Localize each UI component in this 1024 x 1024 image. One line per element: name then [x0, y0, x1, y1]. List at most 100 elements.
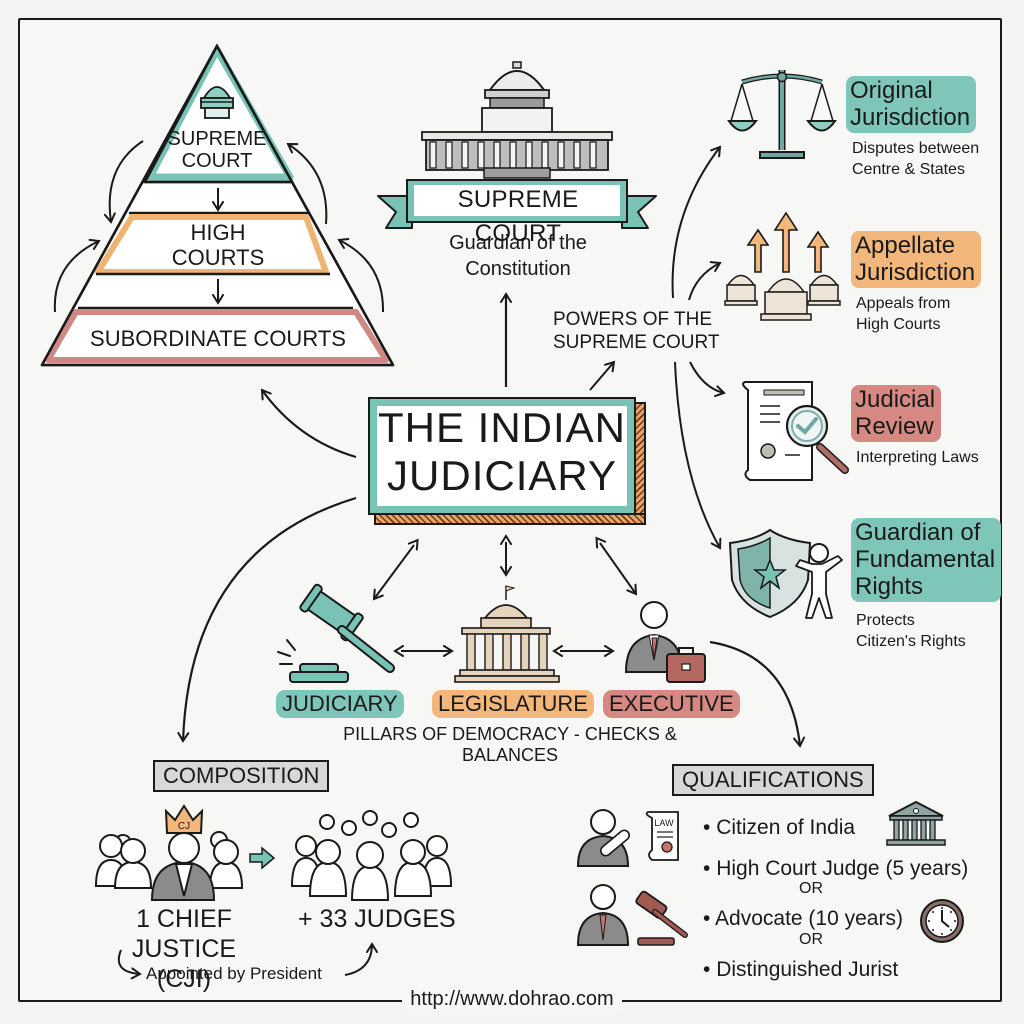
clock-icon [920, 899, 964, 943]
power-desc-line: Protects [856, 612, 915, 629]
power-title-appellate-jurisdiction: Appellate Jurisdiction [851, 231, 982, 288]
caption-line: Guardian of the [449, 232, 587, 254]
chief-justice-line: (CJI) [156, 965, 212, 993]
qualification-text: Advocate (10 years) [715, 907, 903, 930]
arrow-to-hierarchy [260, 388, 357, 459]
pyramid-label-line: COURTS [171, 245, 265, 270]
shield-person-icon [728, 528, 843, 619]
arrow-to-fundamental-rights [674, 361, 722, 550]
pyramid-tier-subordinate [45, 309, 389, 363]
pyramid-label-supreme-court: SUPREME COURT [147, 128, 287, 172]
pillars-caption: PILLARS OF DEMOCRACY - CHECKS & BALANCES [343, 724, 677, 765]
appointed-by-label: Appointed by President [146, 964, 322, 983]
footer: http://www.dohrao.com [0, 988, 1024, 1011]
pyramid-label-line: COURT [181, 150, 253, 172]
supreme-court-caption: Guardian of the Constitution [400, 230, 636, 282]
graduate-with-law-degree-icon: LAW [576, 809, 679, 867]
scales-of-justice-icon [727, 70, 837, 159]
power-title-original-jurisdiction: Original Jurisdiction [846, 76, 977, 133]
chief-justice-line: 1 CHIEF JUSTICE [131, 905, 237, 963]
arrow-to-judicial-review [689, 361, 726, 398]
pillar-label-executive: EXECUTIVE [603, 690, 740, 718]
crown-label: CJ [178, 821, 190, 832]
power-title-line: Jurisdiction [855, 259, 976, 286]
supreme-court-building-icon [421, 61, 613, 179]
arrow-to-powers [589, 360, 616, 391]
power-title-fundamental-rights: Guardian of Fundamental Rights [851, 518, 1002, 602]
judges-group-icon [290, 810, 453, 901]
power-title-line: Appellate [855, 232, 956, 259]
powers-label: POWERS OF THE SUPREME COURT [553, 308, 719, 354]
pillar-label-judiciary: JUDICIARY [276, 690, 404, 718]
pyramid-label-line: SUBORDINATE COURTS [90, 326, 346, 351]
qualification-item: • Citizen of India [703, 816, 856, 839]
svg-text:LAW: LAW [654, 818, 674, 828]
arrow-central-executive [595, 536, 638, 596]
power-desc-line: Citizen's Rights [856, 633, 966, 650]
arrow-appeal-left-1 [103, 140, 144, 224]
appeal-courts-icon [724, 211, 841, 321]
chief-justice-label: 1 CHIEF JUSTICE (CJI) [84, 904, 284, 994]
pillar-label-legislature: LEGISLATURE [432, 690, 594, 718]
court-hierarchy-pyramid [40, 43, 395, 367]
arrow-appeal-left-2 [53, 238, 101, 313]
powers-label-line: POWERS OF THE [553, 309, 713, 330]
court-building-icon [886, 800, 946, 846]
arrow-to-composition [177, 496, 357, 743]
power-desc-line: Interpreting Laws [856, 449, 979, 466]
power-title-line: Judicial [855, 386, 936, 413]
power-desc-appellate-jurisdiction: Appeals from High Courts [856, 293, 950, 335]
power-desc-original-jurisdiction: Disputes between Centre & States [852, 138, 979, 180]
qualification-separator: OR [799, 931, 823, 948]
footer-url-link[interactable]: http://www.dohrao.com [402, 988, 622, 1010]
arrow-to-qualifications [709, 640, 806, 748]
power-title-line: Original [850, 77, 933, 104]
supreme-court-banner-label: SUPREME COURT [457, 186, 579, 247]
power-desc-line: Centre & States [852, 161, 965, 178]
supreme-court-ribbon [377, 179, 657, 229]
court-building-small-icon [200, 86, 234, 119]
power-title-line: Jurisdiction [850, 104, 971, 131]
arrow-central-judiciary [372, 538, 419, 601]
qualification-text: Distinguished Jurist [716, 958, 899, 981]
powers-label-line: SUPREME COURT [553, 332, 720, 353]
pyramid-label-line: SUPREME [167, 128, 267, 150]
advocate-with-gavel-icon [576, 884, 688, 946]
pyramid-tier-high [95, 214, 329, 275]
pyramid-label-subordinate-courts: SUBORDINATE COURTS [60, 326, 376, 352]
power-title-judicial-review: Judicial Review [851, 385, 942, 442]
power-title-line: Fundamental [855, 546, 996, 573]
pyramid-label-line: HIGH [190, 220, 246, 245]
caption-line: Constitution [465, 258, 571, 280]
title-line: JUDICIARY [387, 452, 617, 499]
arrow-to-judges [249, 846, 276, 870]
arrow-to-original-jurisdiction [671, 145, 722, 299]
qualification-text: Citizen of India [716, 816, 856, 839]
arrow-to-appellate-jurisdiction [688, 261, 722, 301]
qualification-item: • Distinguished Jurist [703, 958, 899, 981]
qualification-item: • Advocate (10 years) [703, 907, 903, 930]
power-desc-line: Disputes between [852, 140, 980, 157]
central-title: THE INDIAN JUDICIARY [368, 404, 636, 500]
document-magnifier-icon [742, 381, 849, 481]
power-title-line: Review [855, 413, 934, 440]
gavel-icon [277, 583, 395, 683]
chief-justice-group-icon [94, 804, 244, 901]
power-desc-judicial-review: Interpreting Laws [856, 447, 979, 468]
arrow-appeal-right-2 [337, 238, 385, 313]
power-title-line: Guardian of [855, 519, 981, 546]
arrow-appointed-left [117, 949, 142, 980]
power-desc-line: High Courts [856, 316, 941, 333]
title-line: THE INDIAN [377, 404, 626, 451]
qualification-separator: OR [799, 880, 823, 897]
power-title-line: Rights [855, 573, 924, 600]
qualifications-header: QUALIFICATIONS [672, 764, 874, 796]
executive-person-icon [624, 601, 706, 683]
judges-count-label: + 33 JUDGES [298, 905, 456, 933]
power-desc-line: Appeals from [856, 295, 951, 312]
composition-header: COMPOSITION [153, 760, 330, 792]
arrow-appointed-right [344, 942, 378, 976]
qualification-text: High Court Judge (5 years) [716, 857, 969, 880]
pyramid-label-high-courts: HIGH COURTS [130, 220, 306, 270]
parliament-icon [454, 585, 560, 683]
